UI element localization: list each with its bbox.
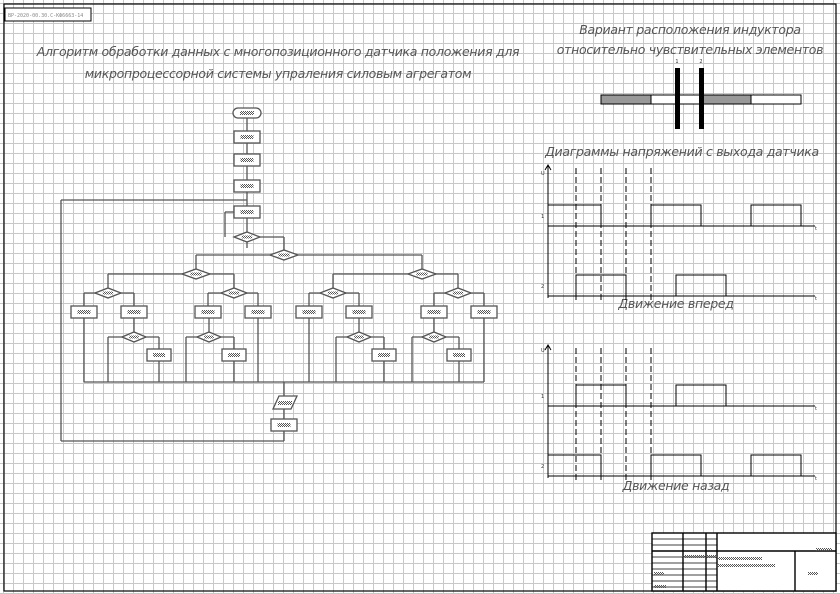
inductor-pole-1: [675, 68, 680, 129]
title-block-text: [682, 555, 717, 558]
title-block-text: [654, 572, 664, 575]
axis-t-forward-1: t: [815, 226, 817, 232]
title-block-text: [808, 572, 818, 575]
forward-caption: Движение вперед: [617, 296, 733, 311]
inductor-pole-2: [699, 68, 704, 129]
block-label: [416, 272, 428, 276]
block-label: [190, 272, 202, 276]
block-label: [453, 353, 465, 357]
sensitive-element-2: [700, 94, 752, 105]
block-label: [378, 353, 390, 357]
axis-ch1-backward: 1: [541, 394, 544, 400]
axis-t-backward-1: t: [815, 406, 817, 412]
block-label: [129, 335, 139, 339]
stamp-code: ВР-2020-00.30.С-КФ6663-14: [8, 13, 83, 19]
block-label: [102, 291, 114, 295]
pole-label-1: 1: [675, 59, 678, 65]
block-label: [127, 310, 141, 314]
block-label: [77, 310, 91, 314]
pole-label-2: 2: [699, 59, 702, 65]
sensitive-element-1: [600, 94, 652, 105]
block-label: [251, 310, 265, 314]
pulse-ch1-forward: [650, 204, 702, 227]
inductor-title-line2: относительно чувствительных элементов: [557, 42, 823, 57]
axis-ch2-forward: 2: [541, 284, 544, 290]
axis-ch1-forward: 1: [541, 214, 544, 220]
block-label: [452, 291, 464, 295]
block-label: [277, 423, 291, 427]
block-label: [228, 353, 240, 357]
axis-arrow-forward: [544, 164, 552, 171]
title-block-text: [654, 585, 666, 588]
title-block-text: [816, 548, 832, 551]
diagrams-title: Диаграммы напряжений с выхода датчика: [544, 144, 819, 159]
axis-t-backward-2: t: [815, 476, 817, 482]
pulse-ch2-backward: [650, 454, 702, 477]
pulse-ch1-forward: [547, 204, 602, 227]
block-label: [201, 310, 215, 314]
sheet-frame: [3, 3, 837, 592]
inductor-title-line1: Вариант расположения индуктора: [579, 22, 800, 37]
inductor-sketch: 1 2: [600, 59, 802, 129]
title-block-text: [717, 564, 775, 567]
voltage-diagrams: [544, 164, 815, 480]
block-label: [429, 335, 439, 339]
axis-u-backward: U: [541, 348, 545, 354]
pulse-ch2-backward: [547, 454, 602, 477]
axis-arrow-backward: [544, 344, 552, 351]
block-label: [153, 353, 165, 357]
block-label: [240, 210, 254, 214]
axis-ch2-backward: 2: [541, 464, 544, 470]
block-label: [204, 335, 214, 339]
block-label: [477, 310, 491, 314]
block-label: [327, 291, 339, 295]
block-label: [240, 111, 254, 115]
title-block: [651, 532, 837, 592]
stamp-box: [4, 7, 92, 22]
block-label: [302, 310, 316, 314]
flowchart-title-line1: Алгоритм обработки данных с многопозицио…: [36, 44, 520, 59]
block-label: [354, 335, 364, 339]
block-label: [278, 401, 292, 405]
block-label: [352, 310, 366, 314]
title-block-frame: [651, 532, 837, 592]
block-label: [278, 253, 290, 257]
block-label: [228, 291, 240, 295]
pulse-ch1-forward: [750, 204, 802, 227]
block-label: [240, 135, 254, 139]
block-label: [427, 310, 441, 314]
axis-u-forward: U: [541, 171, 545, 177]
pulse-ch1-backward: [675, 384, 727, 407]
flowchart-title-line2: микропроцессорной системы упраления сило…: [85, 66, 471, 81]
pulse-ch2-forward: [675, 274, 727, 297]
block-label: [240, 184, 254, 188]
backward-caption: Движение назад: [622, 478, 730, 493]
block-label: [240, 158, 254, 162]
pulse-ch2-backward: [750, 454, 802, 477]
axis-t-forward-2: t: [815, 296, 817, 302]
title-block-text: [717, 557, 762, 560]
block-label: [241, 235, 253, 239]
flowchart: [60, 107, 498, 442]
